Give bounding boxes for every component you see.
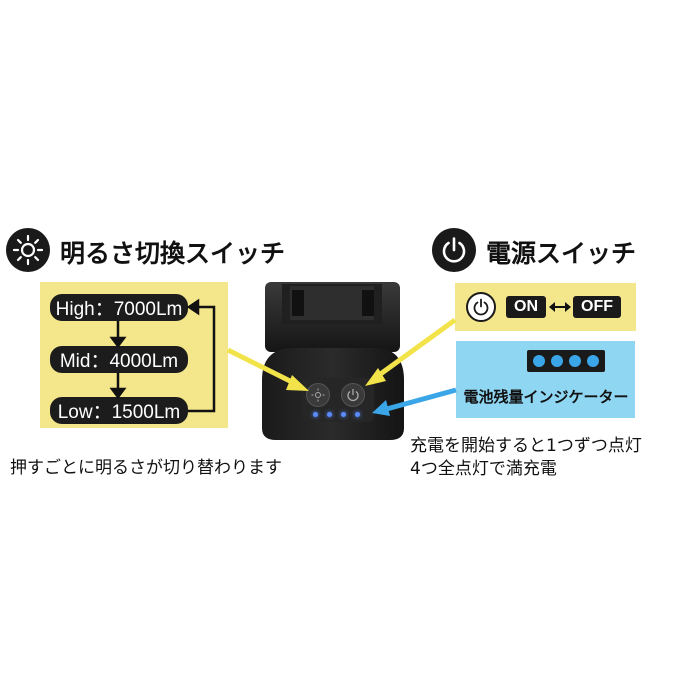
led-1 xyxy=(313,412,318,417)
off-label: OFF xyxy=(573,296,621,318)
brightness-heading-icon xyxy=(6,228,50,272)
brightness-heading: 明るさ切換スイッチ xyxy=(60,239,286,268)
battery-dot-2 xyxy=(551,355,563,367)
charge-note-line2: 4つ全点灯で満充電 xyxy=(410,459,557,479)
charge-note-line1: 充電を開始すると1つずつ点灯 xyxy=(410,436,642,456)
battery-indicator-label: 電池残量インジケーター xyxy=(463,388,629,406)
led-2 xyxy=(327,412,332,417)
battery-dot-4 xyxy=(587,355,599,367)
toggle-double-arrow xyxy=(548,298,572,320)
power-toggle-icon xyxy=(466,292,496,322)
mode-mid: Mid：4000Lm xyxy=(50,346,188,373)
mode-low: Low：1500Lm xyxy=(50,397,188,424)
battery-dot-3 xyxy=(569,355,581,367)
power-icon xyxy=(442,237,466,263)
brightness-note: 押すごとに明るさが切り替わります xyxy=(10,458,282,478)
sun-icon xyxy=(311,388,325,402)
brightness-button[interactable] xyxy=(306,383,330,407)
led-4 xyxy=(355,412,360,417)
power-icon xyxy=(473,298,489,316)
device-battery-leds xyxy=(313,412,363,418)
power-icon xyxy=(347,389,359,402)
mode-high: High：7000Lm xyxy=(50,294,188,321)
sun-icon xyxy=(12,234,44,266)
led-3 xyxy=(341,412,346,417)
power-heading: 電源スイッチ xyxy=(486,239,637,268)
battery-indicator-dots xyxy=(527,350,605,372)
battery-dot-1 xyxy=(533,355,545,367)
power-heading-icon xyxy=(432,228,476,272)
on-label: ON xyxy=(506,296,546,318)
power-button[interactable] xyxy=(341,383,365,407)
